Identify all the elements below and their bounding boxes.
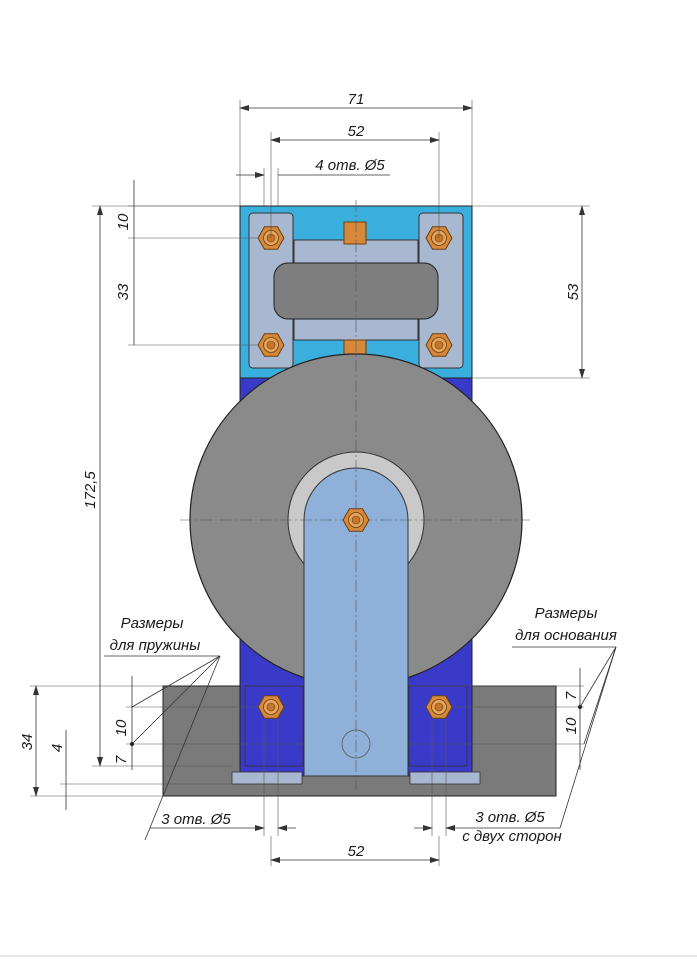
dim-holes-bottom-right: 3 отв. Ø5 [475,809,545,826]
dim-top-offset: 10 [115,213,132,230]
dim-base-thickness: 4 [49,744,66,752]
dim-top-block-height: 53 [565,283,582,300]
dim-overall-width: 71 [348,91,365,108]
bottom-left-foot [231,771,303,785]
note-base-line2: для основания [515,627,617,644]
dim-spring-7: 7 [113,755,130,764]
dim-spring-10: 10 [113,719,130,736]
spring-stud-top [343,221,367,245]
bottom-right-foot [409,771,481,785]
note-spring-line1: Размеры [121,615,184,632]
dim-hole-spacing-top: 52 [348,123,365,140]
dim-bolt-spacing: 33 [115,283,132,300]
note-base-line1: Размеры [535,605,598,622]
note-spring-line2: для пружины [110,637,201,654]
dim-base-10: 10 [563,717,580,734]
dim-total-height: 172,5 [82,471,99,509]
bolt-icon [341,729,371,759]
dim-base-height: 34 [19,734,36,751]
dim-hole-spacing-bottom: 52 [348,843,365,860]
dim-both-sides: с двух сторон [462,828,562,845]
dim-base-7: 7 [563,691,580,700]
dim-holes-bottom-left: 3 отв. Ø5 [161,811,231,828]
dim-holes-top: 4 отв. Ø5 [315,157,385,174]
